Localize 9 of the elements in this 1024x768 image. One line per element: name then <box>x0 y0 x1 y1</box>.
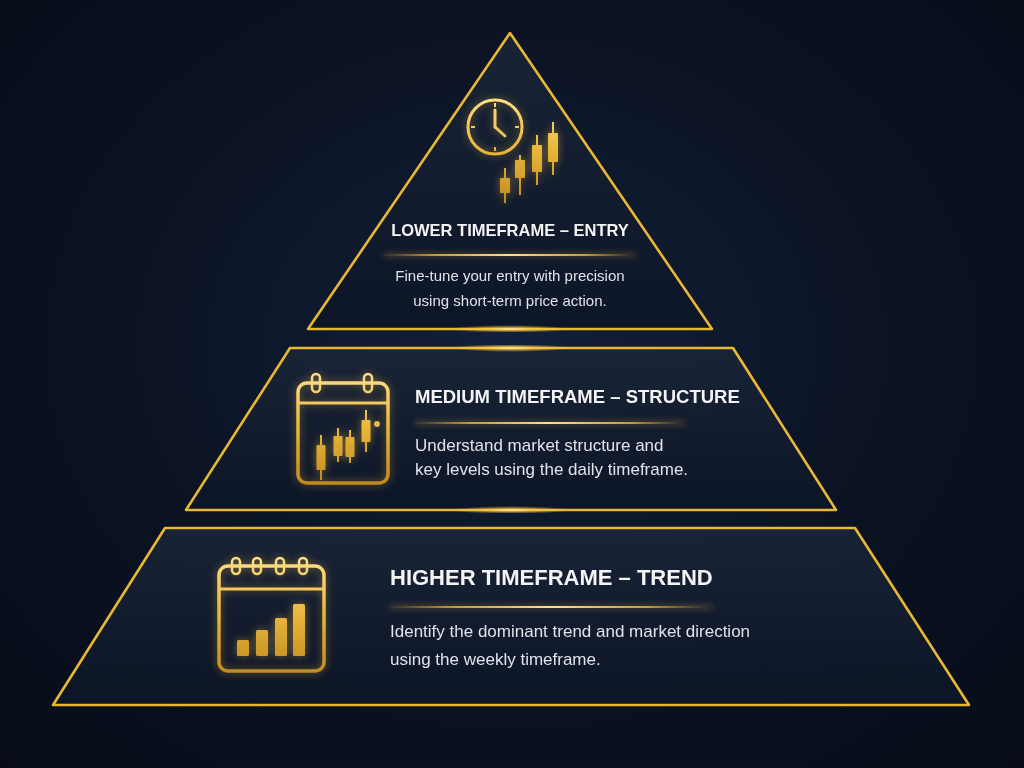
tier-heading: MEDIUM TIMEFRAME – STRUCTURE <box>415 386 741 408</box>
pyramid-tier <box>183 345 839 513</box>
tier-heading: LOWER TIMEFRAME – ENTRY <box>390 220 630 240</box>
tier-heading: HIGHER TIMEFRAME – TREND <box>390 565 714 591</box>
tier-description: Fine-tune your entry with precision using short-term price action. <box>394 266 626 311</box>
tier-description: Identify the dominant trend and market direction using the weekly timeframe. <box>390 621 752 671</box>
pyramid-tier <box>50 525 972 708</box>
tier-description: Understand market structure and key levels using the daily timeframe. <box>415 435 690 481</box>
pyramid-tier <box>305 30 715 332</box>
